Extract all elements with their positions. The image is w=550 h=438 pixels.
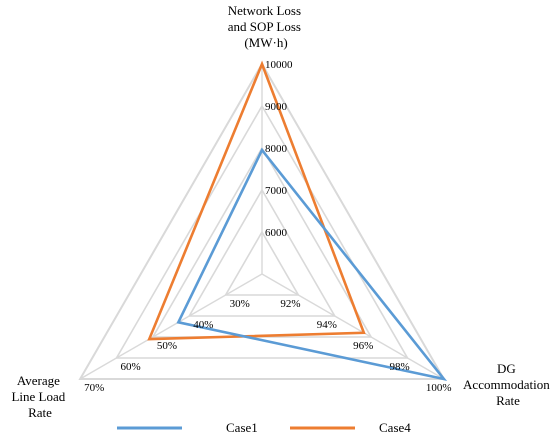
tick-label-axis1-4: 100% — [426, 382, 452, 394]
tick-label-axis1-3: 98% — [389, 361, 409, 373]
grid-ring-5 — [78, 61, 446, 380]
tick-label-axis2-0: 30% — [230, 298, 250, 310]
tick-label-axis0-3: 9000 — [265, 101, 288, 113]
tick-label-axis0-1: 7000 — [265, 185, 288, 197]
tick-label-axis2-3: 60% — [121, 361, 141, 373]
radar-grid — [78, 61, 446, 380]
axis-title-average-line-load: Average Line Load Rate — [11, 373, 68, 420]
axis-title-dg-accommodation: DG Accommodation Rate — [463, 361, 550, 408]
grid-spoke-1 — [261, 273, 445, 380]
grid-ring-4 — [115, 104, 409, 359]
radar-tick-labels: 6000 7000 8000 9000 10000 92% 94% 96% 98% 100% 30%… — [84, 59, 451, 394]
legend-label-case1: Case1 — [226, 420, 258, 435]
tick-label-axis1-0: 92% — [280, 298, 300, 310]
series-case1 — [176, 147, 448, 382]
tick-label-axis0-4: 10000 — [265, 59, 293, 71]
radar-series — [147, 60, 448, 382]
tick-label-axis0-0: 6000 — [265, 227, 288, 239]
legend-label-case4: Case4 — [379, 420, 411, 435]
tick-label-axis1-2: 96% — [353, 340, 373, 352]
series-case4 — [147, 60, 366, 341]
tick-label-axis1-1: 94% — [317, 319, 337, 331]
grid-ring-2 — [187, 188, 337, 317]
tick-label-axis2-2: 50% — [157, 340, 177, 352]
tick-label-axis0-2: 8000 — [265, 143, 288, 155]
legend: Case1 Case4 — [117, 420, 411, 435]
grid-ring-1 — [224, 230, 300, 296]
axis-title-network-loss: Network Loss and SOP Loss (MW·h) — [228, 3, 305, 50]
grid-spoke-2 — [79, 273, 263, 380]
tick-label-axis2-4: 70% — [84, 382, 104, 394]
tick-label-axis2-1: 40% — [193, 319, 213, 331]
